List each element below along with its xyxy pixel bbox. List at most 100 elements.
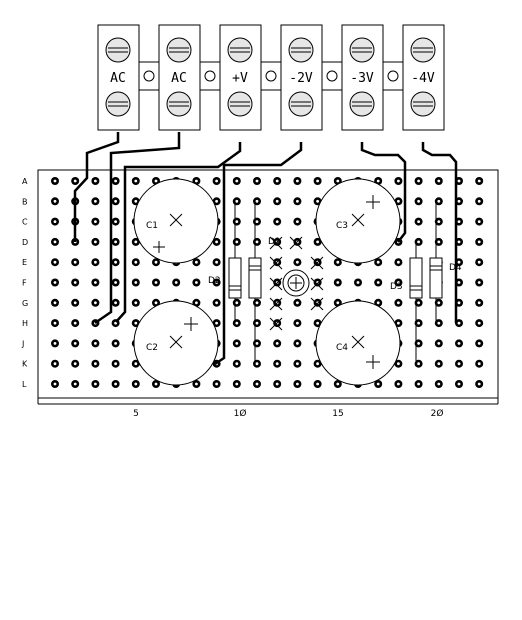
perfboard-hole [455, 380, 463, 388]
perfboard-hole [91, 359, 100, 368]
perfboard-hole [475, 197, 484, 206]
perfboard-hole [313, 380, 322, 388]
perfboard-hole [253, 339, 261, 348]
wire-minus-3v [360, 142, 407, 243]
perfboard-hole [51, 217, 59, 226]
perfboard-hole [111, 298, 120, 307]
perfboard-hole [172, 278, 181, 287]
perfboard-hole [111, 278, 120, 287]
perfboard-hole [434, 380, 443, 388]
perfboard-hole [475, 278, 484, 287]
perfboard-hole [354, 278, 362, 287]
perfboard-hole [475, 258, 484, 267]
perfboard-hole [51, 319, 59, 328]
perfboard-hole [313, 237, 322, 246]
perfboard-hole [152, 278, 160, 287]
perfboard-hole [414, 197, 423, 206]
wire-minus-4v [421, 142, 458, 323]
perfboard-hole [131, 258, 140, 267]
perfboard-hole [212, 278, 221, 287]
terminal-block-ac-2 [158, 24, 201, 131]
perfboard-hole [91, 217, 100, 226]
perfboard-hole [374, 380, 383, 388]
diode-label-d2: D2 [208, 276, 221, 286]
terminal-label-ac-1: AC [110, 71, 126, 86]
perfboard-hole [192, 258, 201, 267]
perfboard-hole [293, 258, 302, 267]
perfboard-hole [232, 237, 241, 246]
perfboard-hole [333, 278, 342, 287]
perfboard-hole [212, 319, 221, 328]
perfboard-hole [152, 258, 160, 267]
perfboard-hole [131, 298, 140, 307]
capacitor-label-c1: C1 [146, 221, 158, 231]
perfboard-hole [71, 298, 80, 307]
perfboard-hole [111, 197, 120, 206]
perfboard-hole [71, 177, 80, 185]
perfboard-hole [273, 197, 282, 206]
perfboard-hole [131, 237, 140, 246]
row-label-h: H [22, 319, 28, 328]
perfboard-hole [434, 339, 443, 348]
perfboard-hole [313, 359, 322, 368]
perfboard-hole [455, 359, 463, 368]
perfboard-hole [475, 217, 484, 226]
terminal-label-minus-3v: -3V [350, 71, 374, 86]
perfboard-hole [434, 359, 443, 368]
perfboard-hole [232, 319, 241, 328]
perfboard-hole [293, 217, 302, 226]
perfboard-outline [37, 169, 499, 399]
perfboard-hole [394, 359, 403, 368]
diode-d3-d4 [409, 201, 443, 364]
perfboard-hole [192, 380, 201, 388]
diode-label-d1: D1 [268, 237, 281, 247]
perfboard-hole [293, 380, 302, 388]
perfboard-hole [51, 197, 59, 206]
perfboard-hole [91, 339, 100, 348]
perfboard-hole [434, 197, 443, 206]
perfboard-hole [414, 359, 423, 368]
perfboard-hole [111, 217, 120, 226]
perfboard-hole [293, 359, 302, 368]
terminal-block-ac-1 [97, 24, 140, 131]
perfboard-hole [91, 237, 100, 246]
perfboard-hole [91, 197, 100, 206]
perfboard-hole [71, 359, 80, 368]
row-label-a: A [22, 177, 28, 186]
perfboard-hole [253, 319, 261, 328]
perfboard-hole [51, 278, 59, 287]
perfboard-hole [192, 278, 201, 287]
diode-d1-bridge [269, 236, 324, 331]
diodes: D1 D2 D3 D4 [208, 201, 462, 364]
terminal-label-ac-2: AC [171, 71, 187, 86]
perfboard-hole [253, 177, 261, 185]
perfboard-hole [131, 278, 140, 287]
wire-ac-2 [94, 132, 181, 325]
perfboard-hole [333, 258, 342, 267]
column-axis: 5 1Ø 15 2Ø [37, 398, 499, 419]
perfboard-hole [232, 217, 241, 226]
perfboard-hole [374, 258, 383, 267]
capacitor-label-c3: C3 [336, 221, 348, 231]
terminal-strip: AC AC +V -2V -3V -4V [97, 24, 445, 131]
column-tick-20: 2Ø [431, 408, 444, 419]
perfboard-hole [293, 339, 302, 348]
perfboard-hole [414, 380, 423, 388]
perfboard-hole [232, 339, 241, 348]
terminal-label-minus-4v: -4V [411, 71, 435, 86]
terminal-block-minus-2v [280, 24, 323, 131]
perfboard-hole [394, 177, 403, 185]
perfboard-hole [394, 278, 403, 287]
perfboard-hole [131, 177, 140, 185]
perfboard-hole [71, 339, 80, 348]
perfboard-hole [434, 319, 443, 328]
perfboard-hole [293, 197, 302, 206]
capacitor-c2 [133, 300, 219, 386]
capacitor-label-c4: C4 [336, 343, 348, 353]
perfboard-hole [91, 278, 100, 287]
perfboard-hole [212, 258, 221, 267]
perfboard-hole [434, 177, 443, 185]
perfboard-hole [232, 359, 241, 368]
perfboard-hole [152, 380, 160, 388]
